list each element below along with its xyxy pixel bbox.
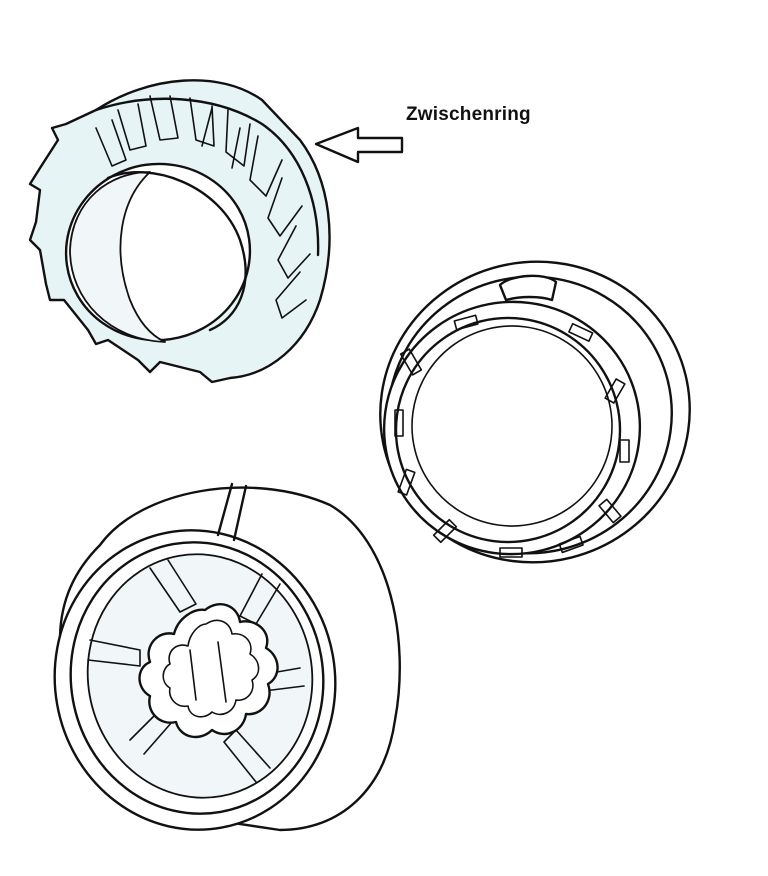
adapter-ring [379,260,691,564]
drive-adapter [53,482,401,832]
zwischenring-label: Zwischenring [406,104,531,125]
pointer-arrow [314,126,404,164]
intermediate-ring [28,79,331,384]
